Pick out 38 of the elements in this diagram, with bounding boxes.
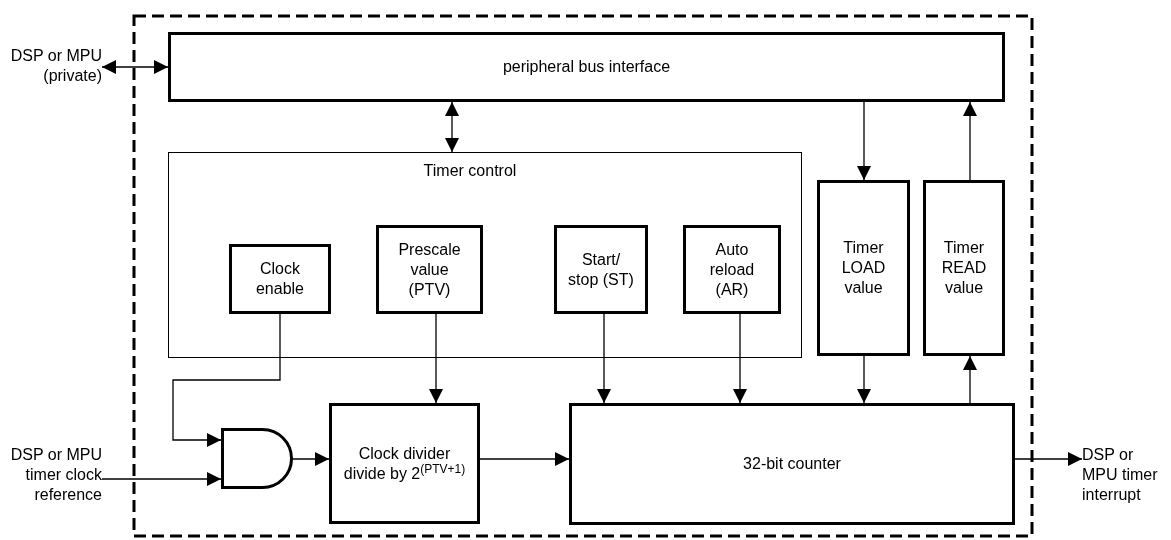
group-box xyxy=(168,152,802,358)
box-label: Clock divider divide by 2$^{(PTV+1)}$ xyxy=(342,443,467,484)
arrow xyxy=(963,355,977,404)
box-label: Prescale value (PTV) xyxy=(397,239,462,300)
signal-label: DSP or MPU timer clock reference xyxy=(9,445,102,505)
arrow xyxy=(292,452,330,466)
process-box xyxy=(683,225,781,314)
process-box xyxy=(168,32,1005,102)
arrow xyxy=(857,355,871,404)
box-label: peripheral bus interface xyxy=(502,57,671,77)
box-label: Start/ stop (ST) xyxy=(567,249,635,290)
box-label: Timer LOAD value xyxy=(840,238,887,298)
arrow xyxy=(101,472,222,486)
process-box xyxy=(923,180,1005,356)
box-label: Clock enable xyxy=(254,259,305,299)
arrow xyxy=(429,312,443,404)
process-box xyxy=(229,244,331,314)
signal-label: DSP or MPU (private) xyxy=(9,46,102,86)
and-gate-symbol xyxy=(221,428,293,489)
process-box xyxy=(376,225,483,314)
box-label: 32-bit counter xyxy=(743,454,841,474)
arrow xyxy=(963,101,977,181)
arrow xyxy=(445,101,459,153)
arrow xyxy=(479,452,570,466)
arrow xyxy=(172,312,281,447)
process-box xyxy=(329,403,480,524)
arrow xyxy=(597,312,611,404)
arrow xyxy=(857,101,871,181)
process-box xyxy=(554,225,648,314)
group-title: Timer control xyxy=(423,161,517,181)
box-label: Timer READ value xyxy=(940,238,988,298)
process-box xyxy=(817,180,910,356)
arrow xyxy=(1014,452,1083,466)
box-label: Auto reload (AR) xyxy=(708,239,756,300)
arrow xyxy=(101,60,169,74)
arrow xyxy=(733,312,747,404)
process-box xyxy=(569,403,1015,525)
signal-label: DSP or MPU timer interrupt xyxy=(1082,445,1159,505)
